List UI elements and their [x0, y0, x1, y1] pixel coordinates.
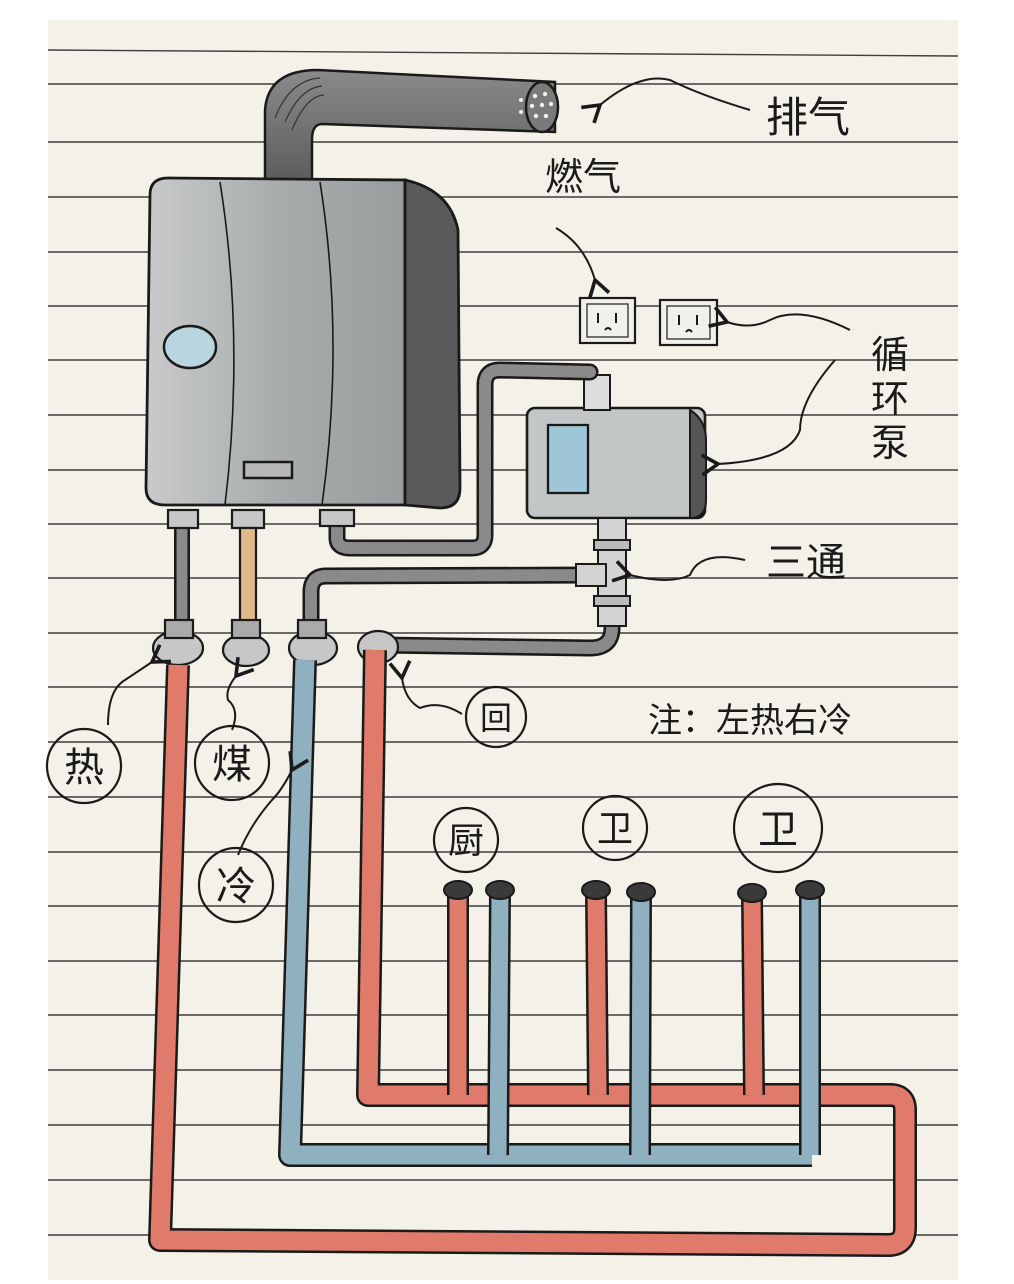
label-tee: 三通: [766, 540, 846, 586]
pump-display: [546, 423, 590, 495]
arrow-gas-pipe: [226, 657, 255, 731]
hot-water-pipes: [148, 649, 917, 1257]
flex-hoses: [174, 361, 621, 657]
circulation-pump: [525, 374, 707, 520]
label-note: 注：左热右冷: [648, 701, 852, 741]
label-circles: [45, 685, 824, 924]
control-slot: [242, 460, 294, 480]
label-cold: 冷: [216, 864, 256, 910]
arrow-return: [388, 660, 463, 715]
pipe-ends: [443, 880, 825, 903]
label-hot: 热: [64, 745, 104, 791]
arrow-cold: [237, 751, 310, 856]
label-gas: 燃气: [545, 155, 621, 199]
label-bathroom-2: 卫: [758, 807, 798, 853]
label-gas-pipe: 煤: [212, 742, 252, 788]
outlet-left: [578, 296, 637, 345]
arrow-gas: [555, 227, 611, 299]
water-heater: [144, 176, 462, 510]
power-outlets: [578, 296, 719, 347]
cold-water-pipes: [278, 659, 821, 1167]
label-exhaust: 排气: [766, 93, 850, 142]
outlet-right: [658, 298, 719, 347]
arrow-pump-outlet: [708, 306, 851, 331]
display-window: [162, 324, 218, 370]
exhaust-duct: [263, 68, 560, 184]
arrow-pump: [700, 359, 836, 477]
label-pump-3: 泵: [871, 421, 909, 465]
arrow-exhaust: [581, 77, 751, 124]
arrow-tee: [611, 556, 746, 583]
label-pump-2: 环: [871, 377, 909, 421]
label-kitchen: 厨: [448, 821, 484, 862]
label-return: 回: [480, 699, 512, 737]
annotation-arrows: [107, 77, 851, 856]
tee-fitting: [575, 517, 631, 627]
label-bathroom-1: 卫: [597, 809, 633, 850]
arrow-hot: [107, 644, 171, 726]
label-pump-1: 循: [871, 333, 909, 377]
